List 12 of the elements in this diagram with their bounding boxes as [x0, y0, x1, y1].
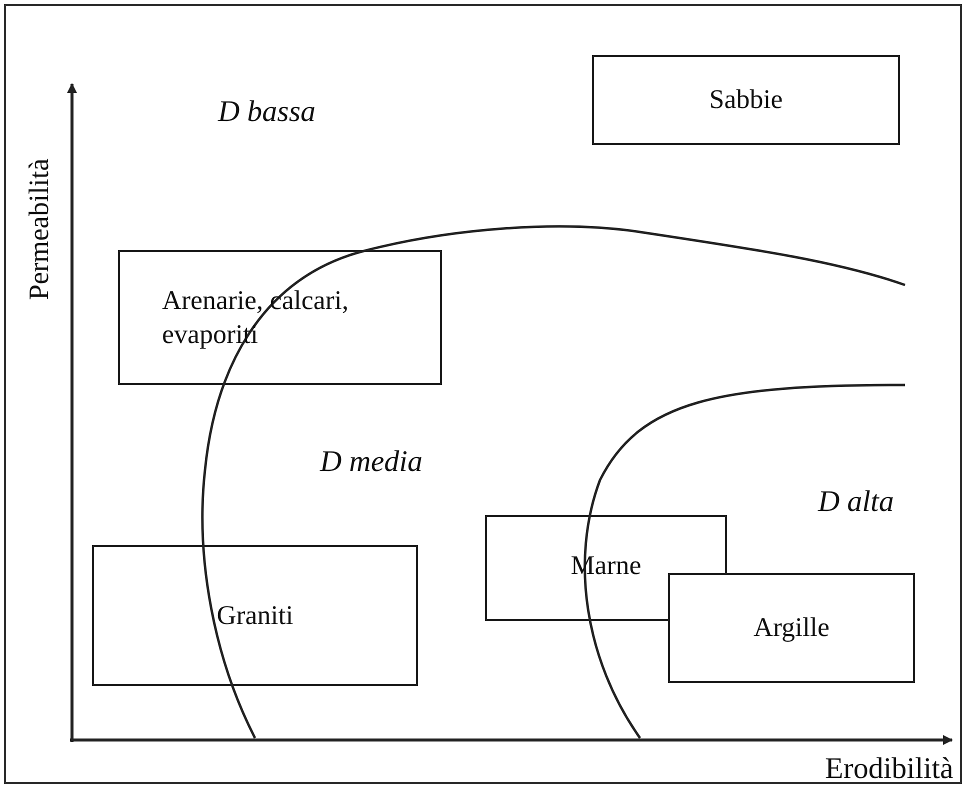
rock-type-box	[668, 573, 915, 683]
rock-type-box	[118, 250, 442, 385]
rock-type-box	[92, 545, 418, 686]
axis-title: Erodibilità	[825, 752, 954, 786]
rock-type-label: Argille	[754, 611, 830, 644]
region-label: D bassa	[218, 95, 316, 129]
rock-type-box	[592, 55, 900, 145]
axis-title: Permeabilità	[24, 158, 56, 300]
rock-type-label: Sabbie	[709, 83, 783, 116]
region-label: D alta	[818, 485, 894, 519]
region-label: D media	[320, 445, 422, 479]
rock-type-label: Graniti	[216, 598, 294, 632]
